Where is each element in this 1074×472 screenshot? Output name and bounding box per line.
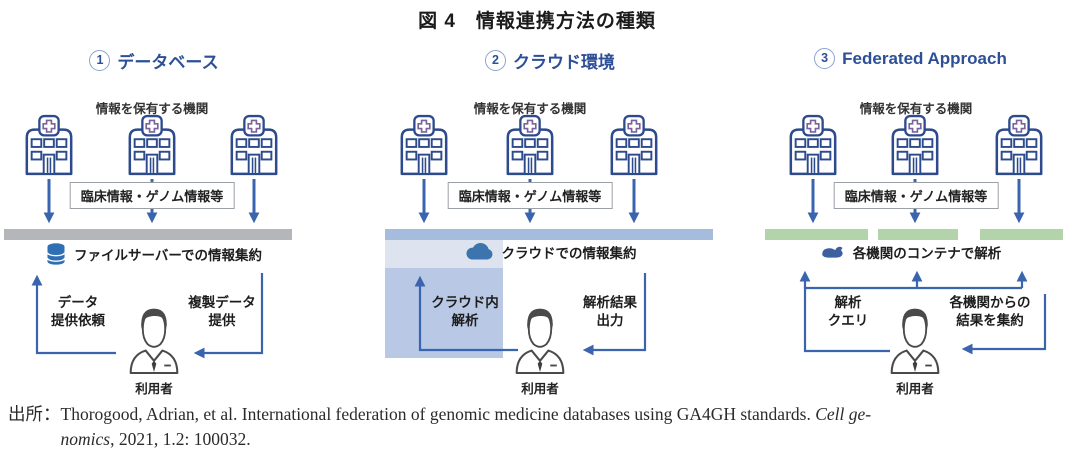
hospital-icon <box>128 114 176 176</box>
aggregator-row: 各機関のコンテナで解析 <box>753 242 1068 262</box>
database-icon <box>46 243 66 265</box>
cloud-analysis-box <box>385 268 503 358</box>
flow-arrows <box>799 179 1047 355</box>
left-flow-label: 解析 クエリ <box>827 295 869 329</box>
hospital-icon <box>995 114 1043 176</box>
file-server-bar <box>4 229 292 240</box>
user-label: 利用者 <box>896 382 934 396</box>
panel-database: 1 データベース 情報を保有する機関 <box>4 42 304 396</box>
container-bar <box>765 229 868 240</box>
left-flow-label: データ 提供依頼 <box>51 295 105 329</box>
data-label-box: 臨床情報・ゲノム情報等 <box>69 182 235 209</box>
cloud-bar <box>385 229 713 240</box>
hospital-icon <box>230 114 278 176</box>
data-label-box: 臨床情報・ゲノム情報等 <box>833 182 999 209</box>
orgs-label: 情報を保有する機関 <box>473 102 587 116</box>
orgs-label: 情報を保有する機関 <box>95 102 209 116</box>
hospital-icon <box>25 114 73 176</box>
panel-title: 3 Federated Approach <box>753 48 1068 69</box>
user-label: 利用者 <box>135 382 173 396</box>
source-citation: 出所： Thorogood, Adrian, et al. Internatio… <box>8 402 1070 453</box>
panel-title: 2 クラウド環境 <box>385 48 715 73</box>
panel-cloud: 2 クラウド環境 情報を保有する機関 <box>385 42 715 396</box>
aggregator-row: クラウドでの情報集約 <box>385 242 715 262</box>
left-flow-label: クラウド内 解析 <box>431 295 499 329</box>
panel-title: 1 データベース <box>4 48 304 73</box>
data-label-box: 臨床情報・ゲノム情報等 <box>447 182 613 209</box>
orgs-label: 情報を保有する機関 <box>859 102 973 116</box>
container-bar <box>980 229 1063 240</box>
aggregator-row: ファイルサーバーでの情報集約 <box>4 242 304 266</box>
hospital-icon <box>891 114 939 176</box>
hospital-icon <box>610 114 658 176</box>
right-flow-label: 複製データ 提供 <box>188 295 256 329</box>
hospital-icon <box>506 114 554 176</box>
container-bar <box>878 229 958 240</box>
circled-number: 2 <box>485 50 506 71</box>
right-flow-label: 各機関からの 結果を集約 <box>949 295 1031 329</box>
aggregator-label: 各機関のコンテナで解析 <box>852 246 1002 261</box>
user-person-icon <box>890 308 940 374</box>
cloud-icon <box>465 243 492 260</box>
citation-text: Thorogood, Adrian, et al. International … <box>60 404 872 450</box>
hospital-icon <box>789 114 837 176</box>
figure-title: 図 4 情報連携方法の種類 <box>418 11 656 32</box>
panel-title-text: データベース <box>117 53 219 72</box>
right-flow-label: 解析結果 出力 <box>583 295 637 329</box>
citation-prefix: 出所： <box>8 404 61 424</box>
circled-number: 1 <box>89 50 111 71</box>
aggregator-label: クラウドでの情報集約 <box>501 246 637 261</box>
user-person-icon <box>515 308 565 374</box>
hospital-icon <box>400 114 448 176</box>
aggregator-label: ファイルサーバーでの情報集約 <box>73 248 263 263</box>
panel-federated: 3 Federated Approach 情報を保有する機関 <box>753 42 1068 396</box>
whale-container-icon <box>822 246 843 258</box>
circled-number: 3 <box>814 48 836 69</box>
user-label: 利用者 <box>521 382 559 396</box>
panel-title-text: Federated Approach <box>842 48 1007 68</box>
panel-title-text: クラウド環境 <box>513 53 615 72</box>
user-person-icon <box>129 308 179 374</box>
